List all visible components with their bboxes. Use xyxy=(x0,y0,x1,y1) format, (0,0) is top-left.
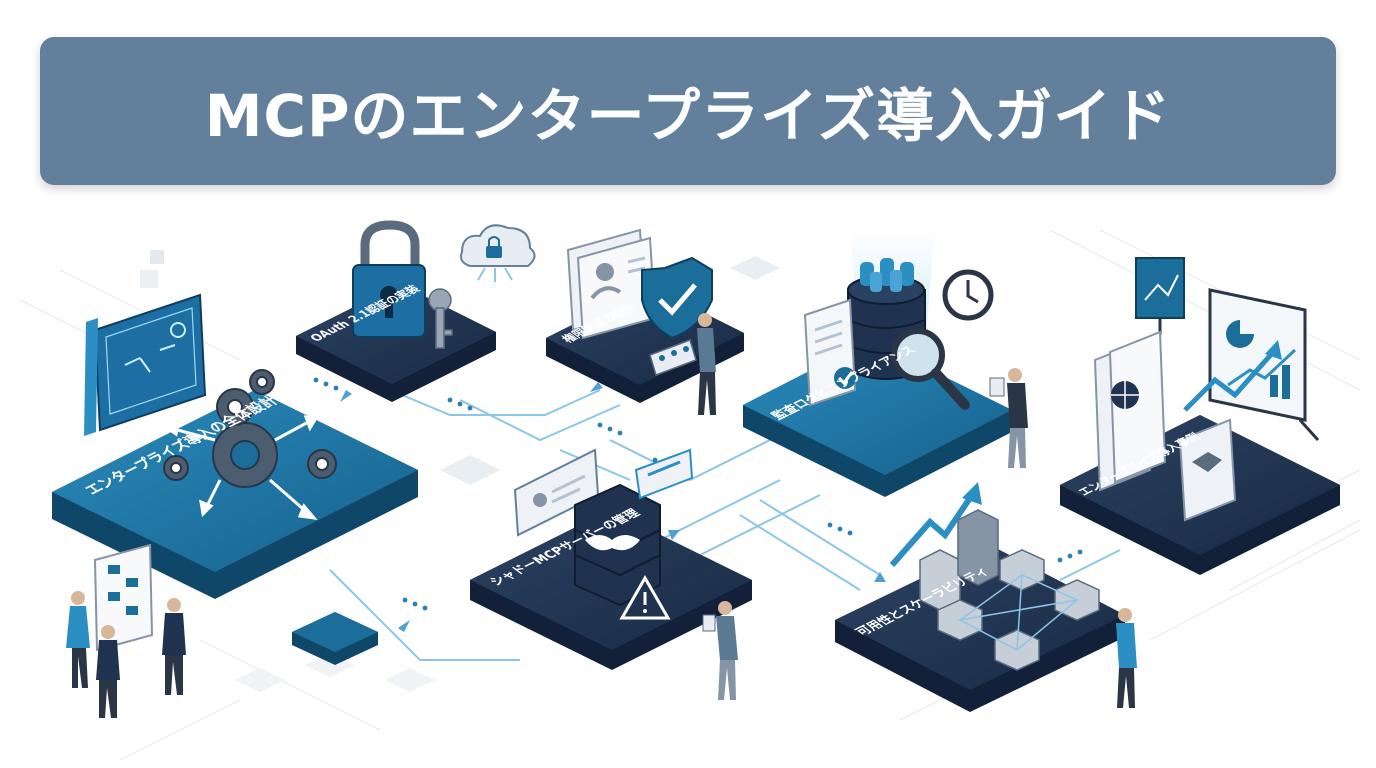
growth-arrow-icon xyxy=(889,482,982,567)
person-figure xyxy=(697,313,716,415)
person-figure xyxy=(989,368,1028,468)
padlock-icon xyxy=(352,220,426,338)
module-access-control: 権限管理の設計 xyxy=(546,228,744,415)
title-banner: MCPのエンタープライズ導入ガイド xyxy=(40,37,1336,185)
blueprint-icon xyxy=(84,293,207,436)
user-card-icon xyxy=(566,228,657,340)
connector-arrows xyxy=(340,382,886,632)
module-scalability: 可用性とスケーラビリティ xyxy=(835,482,1137,712)
magnifier-icon xyxy=(891,328,970,410)
chat-bubble-icon xyxy=(634,448,694,500)
cloud-lock-icon xyxy=(460,224,536,282)
report-board-icon xyxy=(1208,288,1320,442)
network-links xyxy=(957,574,1079,651)
small-block xyxy=(292,612,378,665)
key-icon xyxy=(428,288,453,349)
direction-arrows xyxy=(162,415,319,521)
document-stack-icon xyxy=(1093,330,1167,492)
module-shadow-mcp: シャドーMCPサーバーの管理 xyxy=(470,448,752,700)
server-stack-icon xyxy=(574,483,661,607)
person-figure xyxy=(1116,608,1137,708)
module-audit-compliance: 監査ログとコンプライアンス xyxy=(743,230,1028,497)
document-check-icon xyxy=(803,298,857,407)
tablet-icon xyxy=(649,339,697,376)
shield-check-icon xyxy=(641,256,713,340)
clock-icon xyxy=(942,269,994,321)
module-oauth: OAuth 2.1認証の実装 xyxy=(296,220,536,402)
gear-icon xyxy=(163,369,337,488)
presentation-icon xyxy=(1135,257,1185,335)
module-case-studies: エンタープライズ導入事例 xyxy=(1060,257,1340,575)
growth-arrow-icon xyxy=(1178,340,1282,522)
page-title: MCPのエンタープライズ導入ガイド xyxy=(204,82,1172,150)
team-figures xyxy=(66,543,186,718)
warning-icon xyxy=(619,574,671,620)
person-figure xyxy=(702,601,738,700)
background-tiles xyxy=(140,250,780,692)
